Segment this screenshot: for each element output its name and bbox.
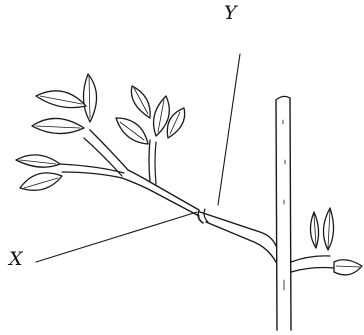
y-pointer-line bbox=[218, 54, 240, 205]
right-side-branch bbox=[291, 208, 362, 275]
x-pointer-line bbox=[36, 212, 197, 262]
twig-branch-icon bbox=[60, 130, 276, 262]
label-y: Y bbox=[224, 4, 237, 23]
main-stem-icon bbox=[276, 96, 291, 330]
leaf-icon bbox=[116, 86, 185, 144]
label-pointer-lines bbox=[36, 54, 240, 262]
label-x: X bbox=[9, 250, 23, 269]
leaf-icon bbox=[32, 74, 97, 134]
leaf-icon bbox=[16, 155, 62, 190]
